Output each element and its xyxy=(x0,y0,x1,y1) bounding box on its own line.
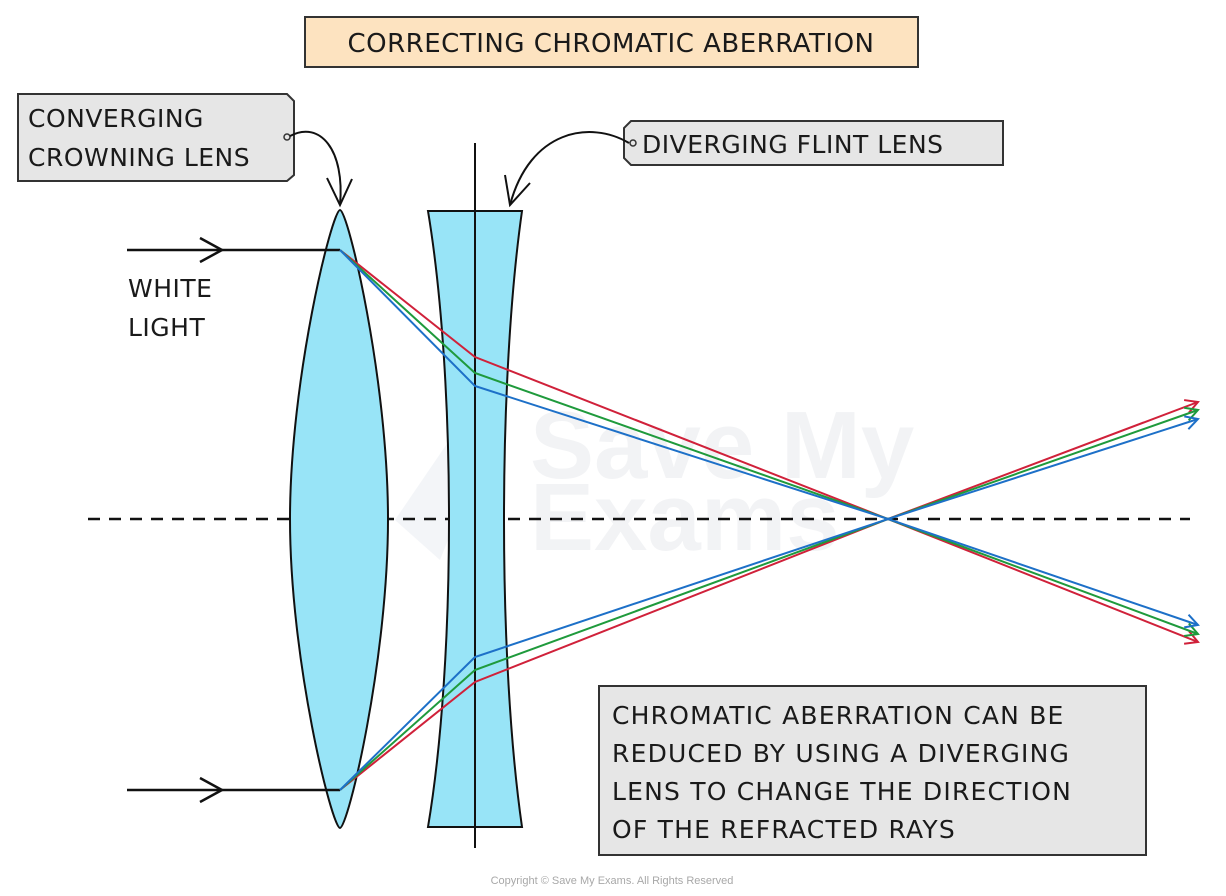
copyright-text: Copyright © Save My Exams. All Rights Re… xyxy=(491,875,734,887)
explanation-note: CHROMATIC ABERRATION CAN BE REDUCED BY U… xyxy=(598,685,1147,856)
red-ray-bottom xyxy=(339,517,1199,791)
converging-lens-label: CONVERGING CROWNING LENS xyxy=(17,93,353,208)
pointer-arrow xyxy=(289,130,342,206)
refracted-rays xyxy=(339,249,1200,791)
diverging-lens-label-text: DIVERGING FLINT LENS xyxy=(642,130,944,159)
watermark-line-1: Save My xyxy=(530,392,914,499)
red-ray-top xyxy=(339,249,1199,521)
converging-lens xyxy=(288,208,390,830)
blue-ray-arrow-icon xyxy=(1184,613,1200,629)
green-ray-bottom xyxy=(339,517,1199,791)
incident-ray-bottom xyxy=(127,776,340,804)
white-light-label-line-1: WHITE xyxy=(128,274,212,303)
arrow-down-icon xyxy=(504,174,531,208)
note-line-4: OF THE REFRACTED RAYS xyxy=(612,815,956,844)
note-line-3: LENS TO CHANGE THE DIRECTION xyxy=(612,777,1072,806)
pointer-arrow xyxy=(509,131,630,206)
blue-ray-arrow-icon xyxy=(1184,415,1200,430)
converging-lens-label-line-1: CONVERGING xyxy=(28,104,204,133)
arrow-right-icon xyxy=(199,236,225,264)
white-light-label-line-2: LIGHT xyxy=(128,313,205,342)
green-ray-top xyxy=(339,249,1199,521)
arrow-down-icon xyxy=(326,177,353,208)
watermark: Save My Exams xyxy=(395,392,914,571)
converging-lens-label-line-2: CROWNING LENS xyxy=(28,143,250,172)
incident-ray-top xyxy=(127,236,340,264)
diverging-lens-label: DIVERGING FLINT LENS xyxy=(504,120,1004,208)
title-box: CORRECTING CHROMATIC ABERRATION xyxy=(304,16,919,68)
arrow-right-icon xyxy=(199,776,225,804)
blue-ray-top xyxy=(339,249,1199,521)
note-line-2: REDUCED BY USING A DIVERGING xyxy=(612,739,1070,768)
watermark-line-2: Exams xyxy=(530,464,840,571)
diagram-title: CORRECTING CHROMATIC ABERRATION xyxy=(347,29,874,59)
note-line-1: CHROMATIC ABERRATION CAN BE xyxy=(612,701,1065,730)
blue-ray-bottom xyxy=(339,517,1199,791)
